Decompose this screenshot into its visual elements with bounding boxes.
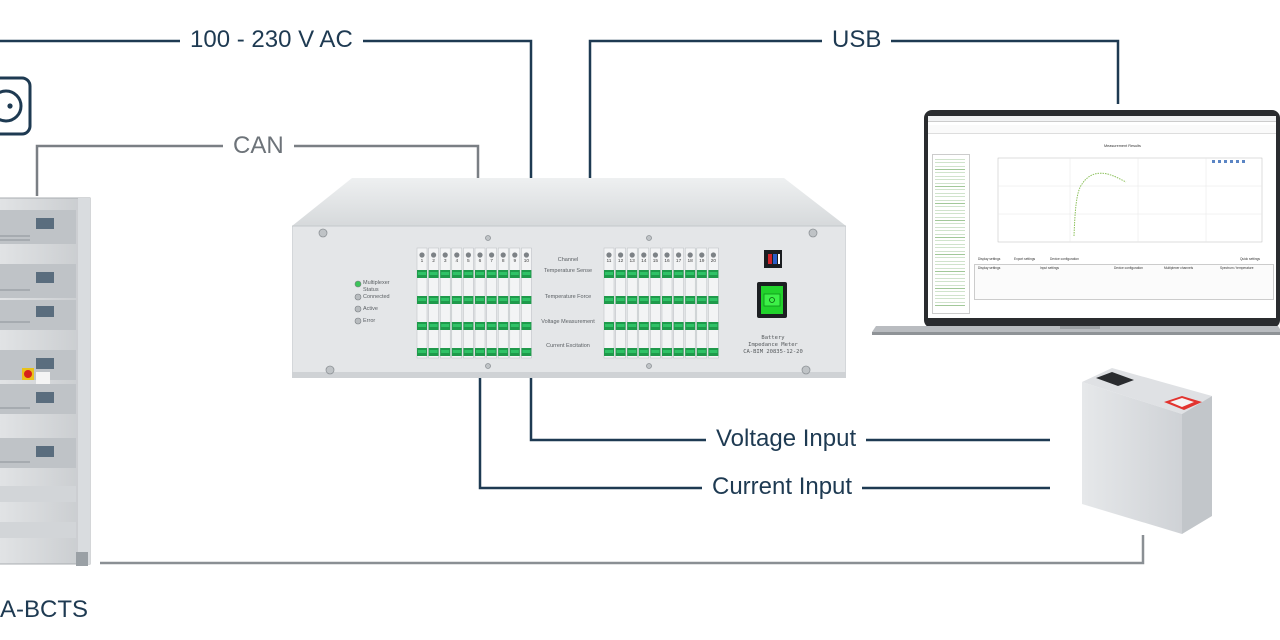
channel-number: 8 [501,259,505,264]
cycler-battery-line [100,535,1145,565]
device-name-line3: CA-BIM 20835-12-20 [743,349,803,355]
terminal-column [451,247,463,359]
terminal-column [439,247,451,359]
group-display-settings: Display settings [978,266,1001,270]
terminal-column [428,247,439,359]
group-device-configuration: Device configuration [1114,266,1143,270]
impedance-meter-device [292,178,846,378]
terminal-column [673,247,684,359]
channel-number: 14 [641,259,647,264]
battery-terminal-negative [1096,372,1134,386]
channel-number: 3 [443,259,447,264]
terminal-column [521,247,532,359]
led-label-error: Error [363,318,376,324]
device-configuration-button[interactable]: Device configuration [1050,257,1079,261]
group-input-settings: Input settings [1040,266,1059,270]
terminal-column [696,247,708,359]
terminal-column [626,247,638,359]
channel-number: 2 [432,259,435,264]
software-title-bar [928,116,1276,122]
channel-number: 9 [513,259,517,264]
export-settings-button[interactable]: Export settings [1014,257,1036,261]
terminal-column [486,247,497,359]
group-spectrum: Spectrum / temperature [1220,266,1254,270]
power-socket-icon [0,76,32,136]
battery-cycler-cabinet [0,197,91,566]
channel-number: 15 [652,259,659,264]
power-switch-icon [757,282,787,318]
terminal-column [463,247,474,359]
software-toolbar [928,125,1276,134]
voltage-input-label: Voltage Input [706,425,867,453]
quick-settings-button[interactable]: Quick settings [1240,257,1261,261]
channel-number: 18 [687,259,693,264]
laptop-screen: Measurement Results Display settings Exp… [928,116,1276,318]
battery-cell [1082,368,1212,534]
channel-number: 13 [629,259,635,264]
logo-icon [764,250,782,268]
row-label-channel: Channel [557,257,579,263]
terminal-column [497,247,509,359]
device-name-line1: Battery [761,335,785,341]
channel-number: 17 [675,259,682,264]
nyquist-curve [1073,172,1127,237]
channel-number: 1 [420,259,424,264]
channel-number: 7 [490,259,493,264]
can-label: CAN [223,132,294,160]
channel-number: 10 [523,259,530,264]
channel-number: 20 [710,259,717,264]
led-label-active: Active [363,306,378,312]
voltage-input-line [529,378,1050,442]
ac-power-line [0,39,533,178]
terminal-column [509,247,521,359]
row-label-temp-sense: Temperature Sense [544,268,592,274]
status-leds [354,280,362,325]
channel-number: 5 [467,259,470,264]
impedance-plot [997,157,1263,243]
channel-number: 6 [478,259,482,264]
channel-number: 19 [699,259,705,264]
settings-panel [974,264,1274,300]
led-label-multiplexer: Multiplexer Status [363,280,390,293]
terminal-blocks-right [603,247,719,359]
current-input-label: Current Input [702,473,863,501]
row-label-current: Current Excitation [546,343,590,349]
terminal-column [708,247,719,359]
cycler-modules [0,210,76,538]
cycler-label: A-BCTS [0,596,89,623]
terminal-column [661,247,673,359]
terminal-column [603,247,615,359]
terminal-column [615,247,626,359]
terminal-column [416,247,428,359]
software-channel-tree [932,154,970,314]
display-settings-button[interactable]: Display settings [978,257,1001,261]
channel-number: 16 [664,259,670,264]
usb-label: USB [822,26,892,54]
row-label-temp-force: Temperature Force [544,294,592,300]
row-label-voltage: Voltage Measurement [541,319,595,325]
led-label-connected: Connected [363,294,390,300]
terminal-column [638,247,650,359]
terminal-blocks-left [416,247,532,359]
plot-title: Measurement Results [1104,144,1141,148]
channel-number: 4 [455,259,459,264]
battery-terminal-positive [1164,396,1202,410]
ac-power-label: 100 - 230 V AC [180,26,363,54]
terminal-column [650,247,661,359]
group-multiplexer-channels: Multiplexer channels [1164,266,1194,270]
channel-number: 12 [617,259,624,264]
device-name-line2: Impedance Meter [748,342,798,348]
terminal-column [684,247,696,359]
channel-number: 11 [606,259,612,264]
terminal-column [474,247,486,359]
